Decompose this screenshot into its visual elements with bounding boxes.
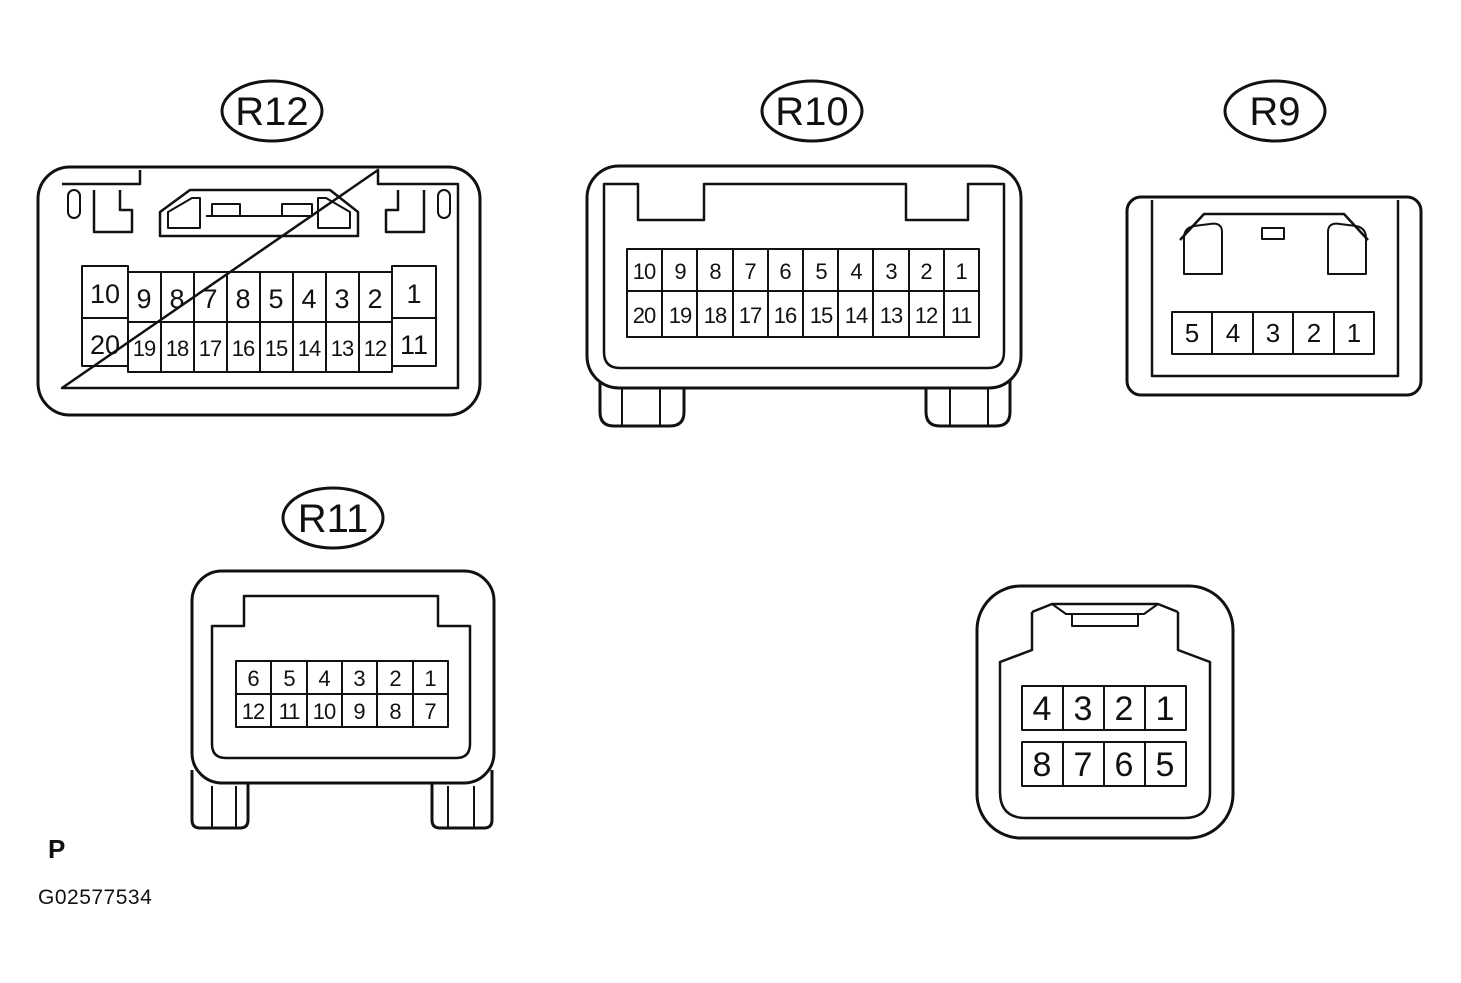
r10-pin: 20 bbox=[633, 303, 656, 328]
r10-pin: 14 bbox=[845, 303, 868, 328]
r10-pin: 2 bbox=[920, 259, 932, 284]
r10-pin: 1 bbox=[955, 259, 967, 284]
r12-pin: 1 bbox=[406, 279, 421, 309]
unlabeled-pin: 5 bbox=[1156, 746, 1175, 784]
unlabeled-pin: 8 bbox=[1033, 746, 1052, 784]
r10-pin: 6 bbox=[779, 259, 791, 284]
r12-pin: 4 bbox=[301, 284, 316, 314]
r12-pin: 9 bbox=[136, 284, 151, 314]
unlabeled-pin: 7 bbox=[1074, 746, 1093, 784]
connector-r10 bbox=[585, 164, 1023, 428]
r12-pin: 19 bbox=[133, 336, 156, 361]
r9-label-oval bbox=[1223, 79, 1327, 143]
r10-pin: 16 bbox=[774, 303, 797, 328]
r10-label: R10 bbox=[775, 90, 848, 134]
r10-pin: 9 bbox=[674, 259, 686, 284]
r10-pin: 11 bbox=[951, 303, 973, 328]
r11-pin: 1 bbox=[424, 666, 436, 691]
r12-pin: 2 bbox=[367, 284, 382, 314]
r9-pin: 1 bbox=[1347, 318, 1361, 348]
r12-pin: 20 bbox=[90, 330, 120, 360]
r11-pin: 4 bbox=[318, 666, 330, 691]
r9-pin: 5 bbox=[1185, 318, 1199, 348]
r11-pin: 7 bbox=[424, 699, 436, 724]
unlabeled-pin: 2 bbox=[1115, 690, 1134, 728]
r11-pin: 9 bbox=[353, 699, 365, 724]
r11-pin: 12 bbox=[242, 699, 265, 724]
figure-code: G02577534 bbox=[38, 886, 153, 909]
connector-unlabeled bbox=[975, 584, 1235, 840]
r11-pin: 2 bbox=[389, 666, 401, 691]
r11-label-oval bbox=[281, 486, 385, 550]
r12-label-oval bbox=[220, 79, 324, 143]
r12-label: R12 bbox=[235, 90, 308, 134]
r12-pin: 13 bbox=[331, 336, 354, 361]
r10-pin: 7 bbox=[744, 259, 756, 284]
r9-pin: 3 bbox=[1266, 318, 1280, 348]
r12-pin: 7 bbox=[202, 284, 217, 314]
r12-pin: 17 bbox=[199, 336, 222, 361]
connector-r12 bbox=[36, 165, 482, 417]
r10-pin: 8 bbox=[709, 259, 721, 284]
r12-pin: 15 bbox=[265, 336, 288, 361]
r12-pin: 5 bbox=[268, 284, 283, 314]
r11-pin: 11 bbox=[279, 699, 301, 724]
unlabeled-pin: 6 bbox=[1115, 746, 1134, 784]
r11-pin: 6 bbox=[247, 666, 259, 691]
connector-r11 bbox=[190, 569, 496, 830]
r12-pin: 8 bbox=[235, 284, 250, 314]
footer-mark: P bbox=[48, 834, 66, 864]
r10-pin: 4 bbox=[850, 259, 862, 284]
r11-label: R11 bbox=[298, 497, 368, 541]
r9-label: R9 bbox=[1249, 90, 1300, 134]
r10-pin: 18 bbox=[704, 303, 727, 328]
connector-r9 bbox=[1125, 195, 1423, 397]
r12-pin: 10 bbox=[90, 279, 120, 309]
r11-pin: 10 bbox=[313, 699, 336, 724]
r10-pin: 19 bbox=[669, 303, 692, 328]
r11-pin: 3 bbox=[353, 666, 365, 691]
unlabeled-pin: 1 bbox=[1156, 690, 1175, 728]
r12-pin: 14 bbox=[298, 336, 321, 361]
r12-pin: 8 bbox=[169, 284, 184, 314]
r10-pin: 12 bbox=[915, 303, 938, 328]
r9-pin: 4 bbox=[1226, 318, 1240, 348]
r12-pin: 12 bbox=[364, 336, 387, 361]
r12-pin: 18 bbox=[166, 336, 189, 361]
r11-pin: 5 bbox=[283, 666, 295, 691]
r10-pin: 5 bbox=[815, 259, 827, 284]
r10-pin: 3 bbox=[885, 259, 897, 284]
unlabeled-pin: 4 bbox=[1033, 690, 1052, 728]
unlabeled-pin: 3 bbox=[1074, 690, 1093, 728]
r12-pin: 16 bbox=[232, 336, 255, 361]
r10-pin: 17 bbox=[739, 303, 762, 328]
r10-pin: 15 bbox=[810, 303, 833, 328]
r12-pin: 3 bbox=[334, 284, 349, 314]
r11-pin: 8 bbox=[389, 699, 401, 724]
r12-pin: 11 bbox=[400, 330, 428, 360]
r9-pin: 2 bbox=[1307, 318, 1321, 348]
r10-pin: 13 bbox=[880, 303, 903, 328]
r10-label-oval bbox=[760, 79, 864, 143]
r10-pin: 10 bbox=[633, 259, 656, 284]
